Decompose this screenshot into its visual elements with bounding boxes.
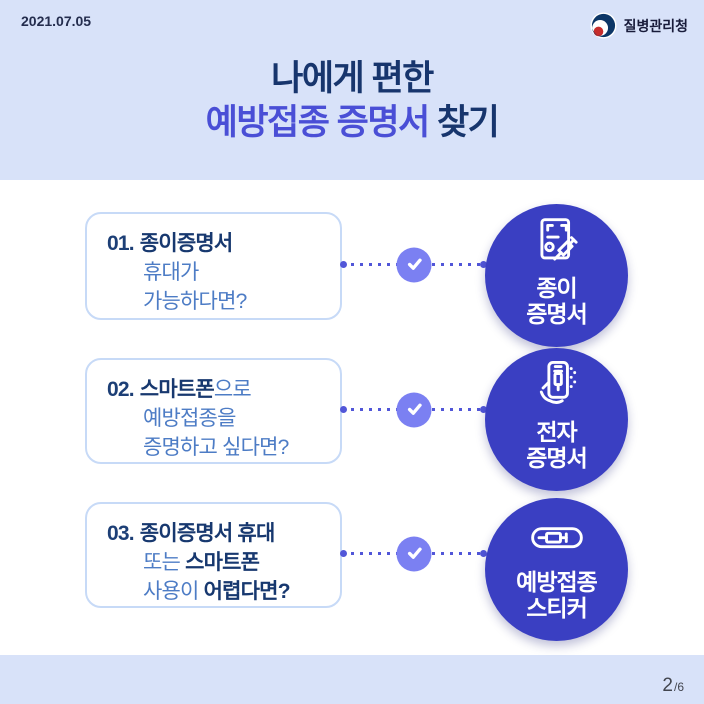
- page-title-line2: 예방접종 증명서 찾기: [0, 101, 704, 145]
- bubble-label: 예방접종 스티커: [516, 569, 598, 621]
- connector-dot-right: [480, 261, 487, 268]
- paper-certificate-icon: [539, 218, 578, 261]
- check-icon: [407, 403, 422, 415]
- card-text-line: 03.종이증명서 휴대: [107, 522, 275, 545]
- result-bubble-1: 종이 증명서: [485, 204, 628, 347]
- bubble-label: 종이 증명서: [526, 275, 587, 327]
- vaccine-sticker-icon: [530, 527, 583, 549]
- connector-dot-left: [340, 261, 347, 268]
- agency-name: 질병관리청: [623, 17, 688, 34]
- card-text-line: 또는 스마트폰: [143, 551, 260, 574]
- header-band: 2021.07.05 질병관리청 나에게 편한 예방접종 증명서 찾기: [0, 0, 704, 180]
- title-highlight: 예방접종 증명서: [205, 103, 431, 142]
- connector-dot-right: [480, 406, 487, 413]
- check-badge: [396, 536, 432, 571]
- check-badge: [396, 247, 432, 282]
- title-rest: 찾기: [428, 103, 500, 142]
- connector-dot-right: [480, 550, 487, 557]
- result-bubble-2: 전자 증명서: [485, 348, 628, 491]
- card-text-line: 휴대가: [143, 261, 199, 284]
- bubble-label: 전자 증명서: [526, 419, 587, 471]
- connector-dot-left: [340, 550, 347, 557]
- smartphone-certificate-icon: [539, 361, 576, 404]
- kdca-logo: 질병관리청: [590, 12, 688, 39]
- connector-line-2: [340, 392, 487, 427]
- card-number: 01.: [107, 232, 135, 255]
- page-title-line1: 나에게 편한: [271, 59, 434, 98]
- check-badge: [396, 392, 432, 427]
- card-number: 03.: [107, 522, 135, 545]
- check-icon: [407, 547, 422, 559]
- connector-dot-left: [340, 406, 347, 413]
- page-total: /6: [673, 680, 684, 694]
- card-text-line: 가능하다면?: [143, 290, 247, 313]
- question-card-3: 03.종이증명서 휴대 또는 스마트폰 사용이 어렵다면?: [85, 502, 342, 608]
- card-number: 02.: [107, 378, 135, 401]
- card-text-line: 예방접종을: [143, 407, 236, 430]
- question-card-2: 02.스마트폰으로 예방접종을 증명하고 싶다면?: [85, 358, 342, 464]
- result-bubble-3: 예방접종 스티커: [485, 498, 628, 641]
- card-text-line: 01.종이증명서: [107, 232, 233, 255]
- connector-line-1: [340, 247, 487, 282]
- footer-band: 2 /6: [0, 655, 704, 704]
- card-text-line: 사용이 어렵다면?: [143, 580, 291, 603]
- page-indicator: 2 /6: [662, 675, 684, 697]
- card-text-line: 02.스마트폰으로: [107, 378, 252, 401]
- kdca-logo-icon: [590, 12, 617, 39]
- connector-line-3: [340, 536, 487, 571]
- card-text-line: 증명하고 싶다면?: [143, 436, 289, 459]
- date-label: 2021.07.05: [21, 13, 92, 29]
- question-card-1: 01.종이증명서 휴대가 가능하다면?: [85, 212, 342, 320]
- page-title: 나에게 편한 예방접종 증명서 찾기: [0, 57, 704, 145]
- check-icon: [407, 258, 422, 270]
- page-number: 2: [662, 675, 673, 696]
